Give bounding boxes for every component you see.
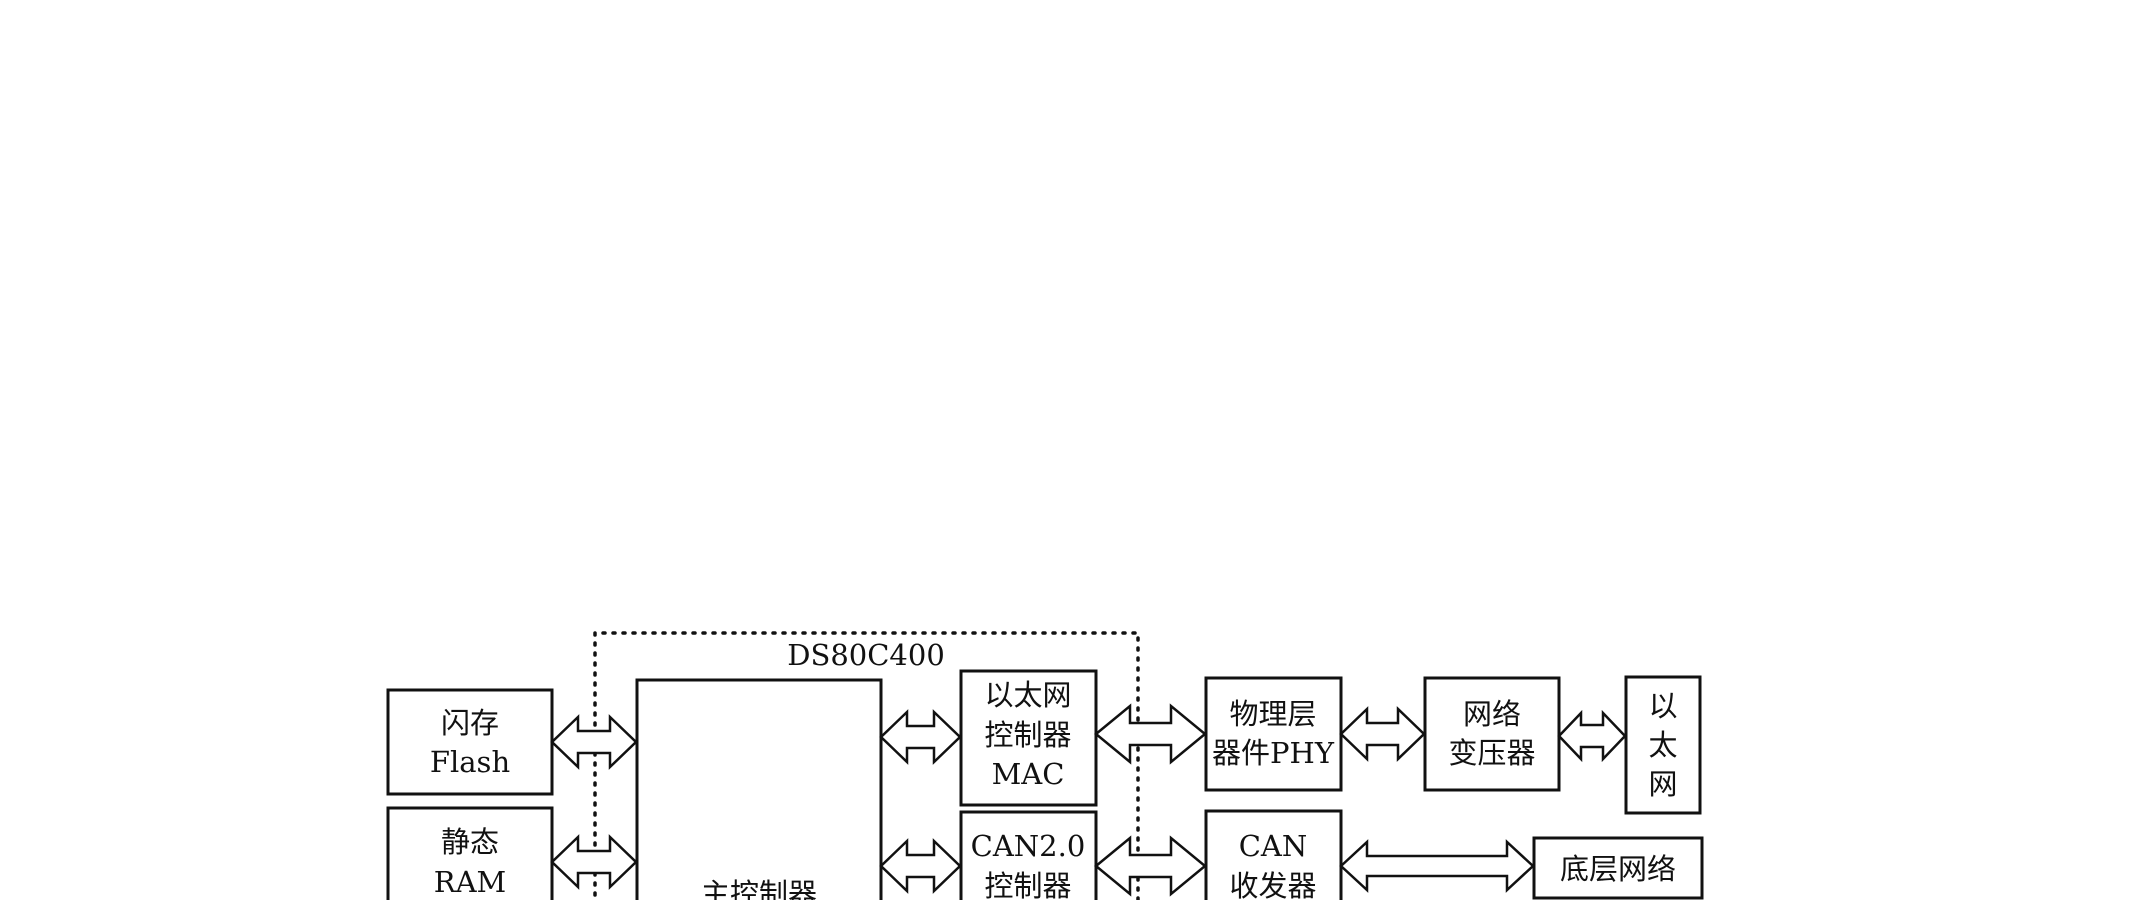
ethernet-mac-line1: 以太网 xyxy=(984,678,1071,712)
arrow-transformer-ethernet xyxy=(1557,709,1627,763)
can-transceiver-line2: 收发器 xyxy=(1229,869,1316,900)
arrow-main-mac xyxy=(879,709,962,765)
flash-label-cn: 闪存 xyxy=(441,706,499,740)
connections xyxy=(550,703,1627,897)
ethernet-line3: 网 xyxy=(1648,767,1677,801)
ethernet-block: 以 太 网 xyxy=(1624,675,1702,815)
flash-block: 闪存 Flash xyxy=(386,688,554,796)
arrow-phy-transformer xyxy=(1339,706,1426,762)
ds80c400-boundary xyxy=(593,631,1140,900)
phy-line2: 器件PHY xyxy=(1212,736,1335,770)
ethernet-mac-line3: MAC xyxy=(992,757,1065,791)
arrow-can-transceiver xyxy=(1094,835,1207,897)
sram-block: 静态 RAM xyxy=(386,806,554,900)
ethernet-line1: 以 xyxy=(1648,689,1677,723)
sram-label-en: RAM xyxy=(434,865,506,899)
ds80c400-label: DS80C400 xyxy=(787,638,945,672)
transformer-block: 网络 变压器 xyxy=(1423,676,1561,792)
main-controller-label: 主控制器 xyxy=(701,877,817,900)
transformer-line2: 变压器 xyxy=(1448,736,1535,770)
arrow-main-can xyxy=(879,838,962,894)
can-controller-block: CAN2.0 控制器 xyxy=(959,810,1098,900)
arrow-mac-phy xyxy=(1094,703,1207,765)
fieldbus-label: 底层网络 xyxy=(1560,852,1676,886)
phy-line1: 物理层 xyxy=(1229,697,1316,731)
arrow-flash-main xyxy=(550,714,638,770)
main-controller-block: 主控制器 xyxy=(635,678,883,900)
fieldbus-block: 底层网络 xyxy=(1532,836,1704,900)
arrow-sram-main xyxy=(550,834,638,890)
can-controller-line1: CAN2.0 xyxy=(971,829,1086,863)
arrow-transceiver-fieldbus xyxy=(1339,839,1535,893)
sram-label-cn: 静态 xyxy=(441,825,499,859)
transformer-line1: 网络 xyxy=(1463,697,1521,731)
ethernet-mac-line2: 控制器 xyxy=(984,718,1071,752)
can-controller-line2: 控制器 xyxy=(984,869,1071,900)
ethernet-line2: 太 xyxy=(1648,728,1677,762)
can-transceiver-block: CAN 收发器 xyxy=(1204,809,1343,900)
flash-label-en: Flash xyxy=(430,745,510,779)
can-transceiver-line1: CAN xyxy=(1239,829,1308,863)
phy-block: 物理层 器件PHY xyxy=(1204,676,1343,792)
ethernet-mac-block: 以太网 控制器 MAC xyxy=(959,669,1098,807)
